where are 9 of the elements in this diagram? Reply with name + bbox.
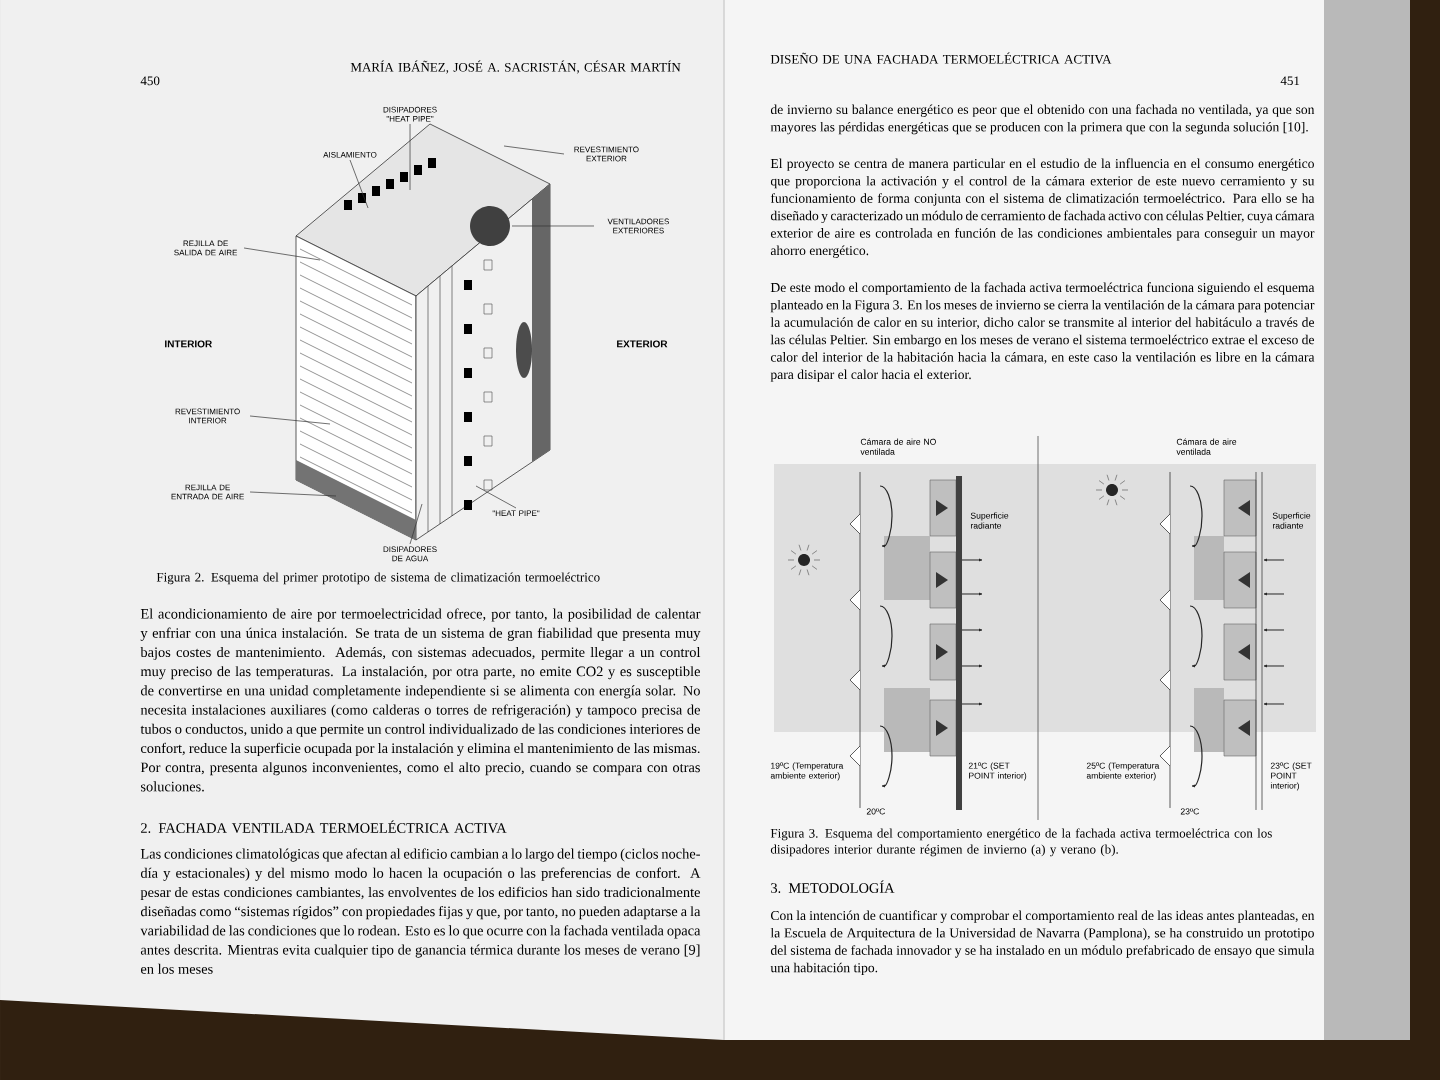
leader-line — [349, 159, 369, 209]
leader-line — [249, 415, 331, 425]
leader-line — [409, 503, 423, 545]
leader-line — [475, 485, 517, 509]
leader-line — [511, 225, 595, 227]
leader-line — [243, 247, 321, 261]
leader-line — [503, 145, 565, 155]
leader-line — [409, 123, 411, 191]
leader-line — [249, 491, 337, 497]
